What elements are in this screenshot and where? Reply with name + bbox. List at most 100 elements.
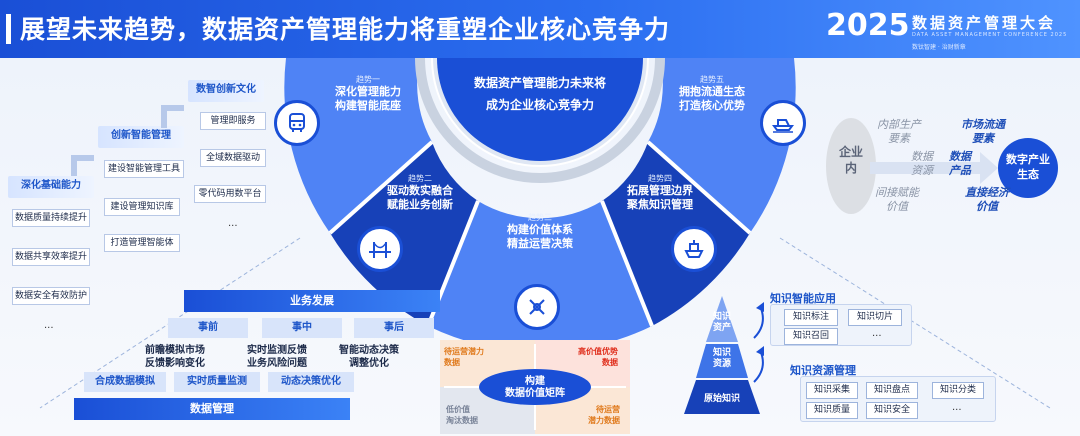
trend-5-tag: 趋势五 xyxy=(700,75,724,84)
data-tag-monitoring: 实时质量监测 xyxy=(174,372,260,392)
title-accent-bar xyxy=(6,14,11,44)
digital-ecosystem-label: 数字产业 生态 xyxy=(1006,153,1050,181)
pyramid-resource: 知识 资源 xyxy=(712,348,731,369)
knowledge-app-title: 知识智能应用 xyxy=(770,292,836,305)
level3-ellipsis: ... xyxy=(228,218,238,229)
inner-top-label: 内部生产 要素 xyxy=(877,118,921,145)
knowledge-res-item-4: 知识质量 xyxy=(806,402,858,419)
trend-2-line2: 赋能业务创新 xyxy=(387,198,453,211)
ship-icon xyxy=(760,100,806,146)
network-icon xyxy=(514,284,560,330)
trend-3-label: 趋势三 构建价值体系 精益运营决策 xyxy=(490,212,590,251)
knowledge-res-item-1: 知识采集 xyxy=(806,382,858,399)
trend-4-tag: 趋势四 xyxy=(648,174,672,183)
pyramid-curve-arrows xyxy=(753,302,764,383)
header-banner: 展望未来趋势，数据资产管理能力将重塑企业核心竞争力 2025 数据资产管理大会 … xyxy=(0,0,1080,58)
trend-2-line1: 驱动数实融合 xyxy=(387,184,453,197)
trend-5-line2: 打造核心优势 xyxy=(679,99,745,112)
matrix-top-right: 高价值优势 数据 xyxy=(578,347,618,367)
level3-item-3: 零代码用数平台 xyxy=(194,185,266,203)
phase-during: 事中 xyxy=(262,318,342,338)
knowledge-res-ellipsis: ... xyxy=(952,402,962,413)
trend-4-line2: 聚焦知识管理 xyxy=(627,198,693,211)
knowledge-res-item-2: 知识盘点 xyxy=(866,382,918,399)
enterprise-label: 企业 内 xyxy=(838,145,863,175)
trend-3-line2: 精益运营决策 xyxy=(507,237,573,250)
knowledge-res-item-3: 知识分类 xyxy=(932,382,984,399)
trend-3-tag: 趋势三 xyxy=(528,213,552,222)
phase-during-text: 实时监测反馈 业务风险问题 xyxy=(247,345,307,369)
conference-slogan: 数钛智建 · 治财新章 xyxy=(912,44,966,51)
trend-1-tag: 趋势一 xyxy=(356,75,380,84)
level1-title: 深化基础能力 xyxy=(8,176,94,198)
data-management-bar: 数据管理 xyxy=(74,398,350,420)
stair-arrows xyxy=(71,105,184,176)
data-tag-simulation: 合成数据模拟 xyxy=(84,372,166,392)
digital-ecosystem-circle xyxy=(998,138,1058,198)
level2-title: 创新智能管理 xyxy=(98,126,184,148)
level3-item-1: 管理即服务 xyxy=(200,112,266,130)
trend-2-label: 趋势二 驱动数实融合 赋能业务创新 xyxy=(370,173,470,212)
matrix-center-label: 构建 数据价值矩阵 xyxy=(505,376,565,399)
inner-bottom-label: 间接赋能 价值 xyxy=(875,186,919,213)
phase-before-text: 前瞻模拟市场 反馈影响变化 xyxy=(145,345,205,369)
knowledge-app-item-3: 知识召回 xyxy=(784,328,838,345)
level2-item-2: 建设管理知识库 xyxy=(104,198,180,216)
page-title: 展望未来趋势，数据资产管理能力将重塑企业核心竞争力 xyxy=(20,15,671,44)
level3-title: 数智创新文化 xyxy=(188,80,264,102)
outer-mid-label: 数据 产品 xyxy=(949,150,971,177)
ecosystem-arrow xyxy=(870,152,998,184)
trend-2-tag: 趋势二 xyxy=(408,174,432,183)
data-tag-optimization: 动态决策优化 xyxy=(268,372,354,392)
trend-1-line2: 构建智能底座 xyxy=(335,99,401,112)
enterprise-circle xyxy=(826,118,876,214)
center-line-2: 成为企业核心竞争力 xyxy=(485,98,594,112)
phase-after: 事后 xyxy=(354,318,434,338)
phase-before: 事前 xyxy=(168,318,248,338)
conference-name: 数据资产管理大会 xyxy=(912,14,1057,32)
boat-icon xyxy=(671,226,717,272)
segment-trend-5 xyxy=(648,58,796,233)
outer-top-label: 市场流通 要素 xyxy=(961,118,1005,145)
matrix-top-left: 待运营潜力 数据 xyxy=(444,347,484,367)
bus-icon xyxy=(274,100,320,146)
segment-trend-1 xyxy=(284,58,432,233)
pyramid-asset: 知识 资产 xyxy=(712,312,731,333)
inner-ring xyxy=(415,58,665,183)
inner-mid-label: 数据 资源 xyxy=(911,150,933,177)
knowledge-app-item-2: 知识切片 xyxy=(848,309,902,326)
knowledge-app-item-1: 知识标注 xyxy=(784,309,838,326)
segment-trend-3 xyxy=(428,201,652,352)
trend-5-label: 趋势五 拥抱流通生态 打造核心优势 xyxy=(662,74,762,113)
matrix-bottom-left: 低价值 淘汰数据 xyxy=(446,405,478,425)
bridge-icon xyxy=(357,226,403,272)
trend-1-line1: 深化管理能力 xyxy=(335,85,401,98)
conference-name-en: DATA ASSET MANAGEMENT CONFERENCE 2025 xyxy=(912,32,1068,38)
level3-item-2: 全域数据驱动 xyxy=(200,149,266,167)
segment-trend-2 xyxy=(330,142,478,326)
level2-item-1: 建设智能管理工具 xyxy=(104,160,184,178)
trend-4-label: 趋势四 拓展管理边界 聚焦知识管理 xyxy=(610,173,710,212)
pyramid-raw: 原始知识 xyxy=(703,394,740,404)
knowledge-app-ellipsis: ... xyxy=(872,328,882,339)
main-area: 数据资产管理能力未来将 成为企业核心竞争力 趋势一 深化管理能力 构建智能底座 … xyxy=(0,58,1080,436)
trend-5-line1: 拥抱流通生态 xyxy=(679,85,745,98)
trend-1-label: 趋势一 深化管理能力 构建智能底座 xyxy=(318,74,418,113)
business-top-bar: 业务发展 xyxy=(184,290,440,312)
conference-year: 2025 xyxy=(826,8,910,43)
value-matrix xyxy=(440,340,630,434)
matrix-bottom-right: 待运营 潜力数据 xyxy=(588,405,620,425)
phase-after-text: 智能动态决策 调整优化 xyxy=(339,345,399,369)
knowledge-pyramid xyxy=(684,296,760,414)
center-core xyxy=(437,58,643,161)
knowledge-res-title: 知识资源管理 xyxy=(790,364,856,377)
outer-bottom-label: 直接经济 价值 xyxy=(965,186,1009,213)
level1-item-3: 数据安全有效防护 xyxy=(12,287,90,305)
level1-item-1: 数据质量持续提升 xyxy=(12,209,90,227)
center-label: 数据资产管理能力未来将 成为企业核心竞争力 xyxy=(450,72,630,116)
knowledge-res-item-5: 知识安全 xyxy=(866,402,918,419)
level1-item-2: 数据共享效率提升 xyxy=(12,248,90,266)
trend-3-line1: 构建价值体系 xyxy=(507,223,573,236)
trend-4-line1: 拓展管理边界 xyxy=(627,184,693,197)
level2-item-3: 打造管理智能体 xyxy=(104,234,180,252)
